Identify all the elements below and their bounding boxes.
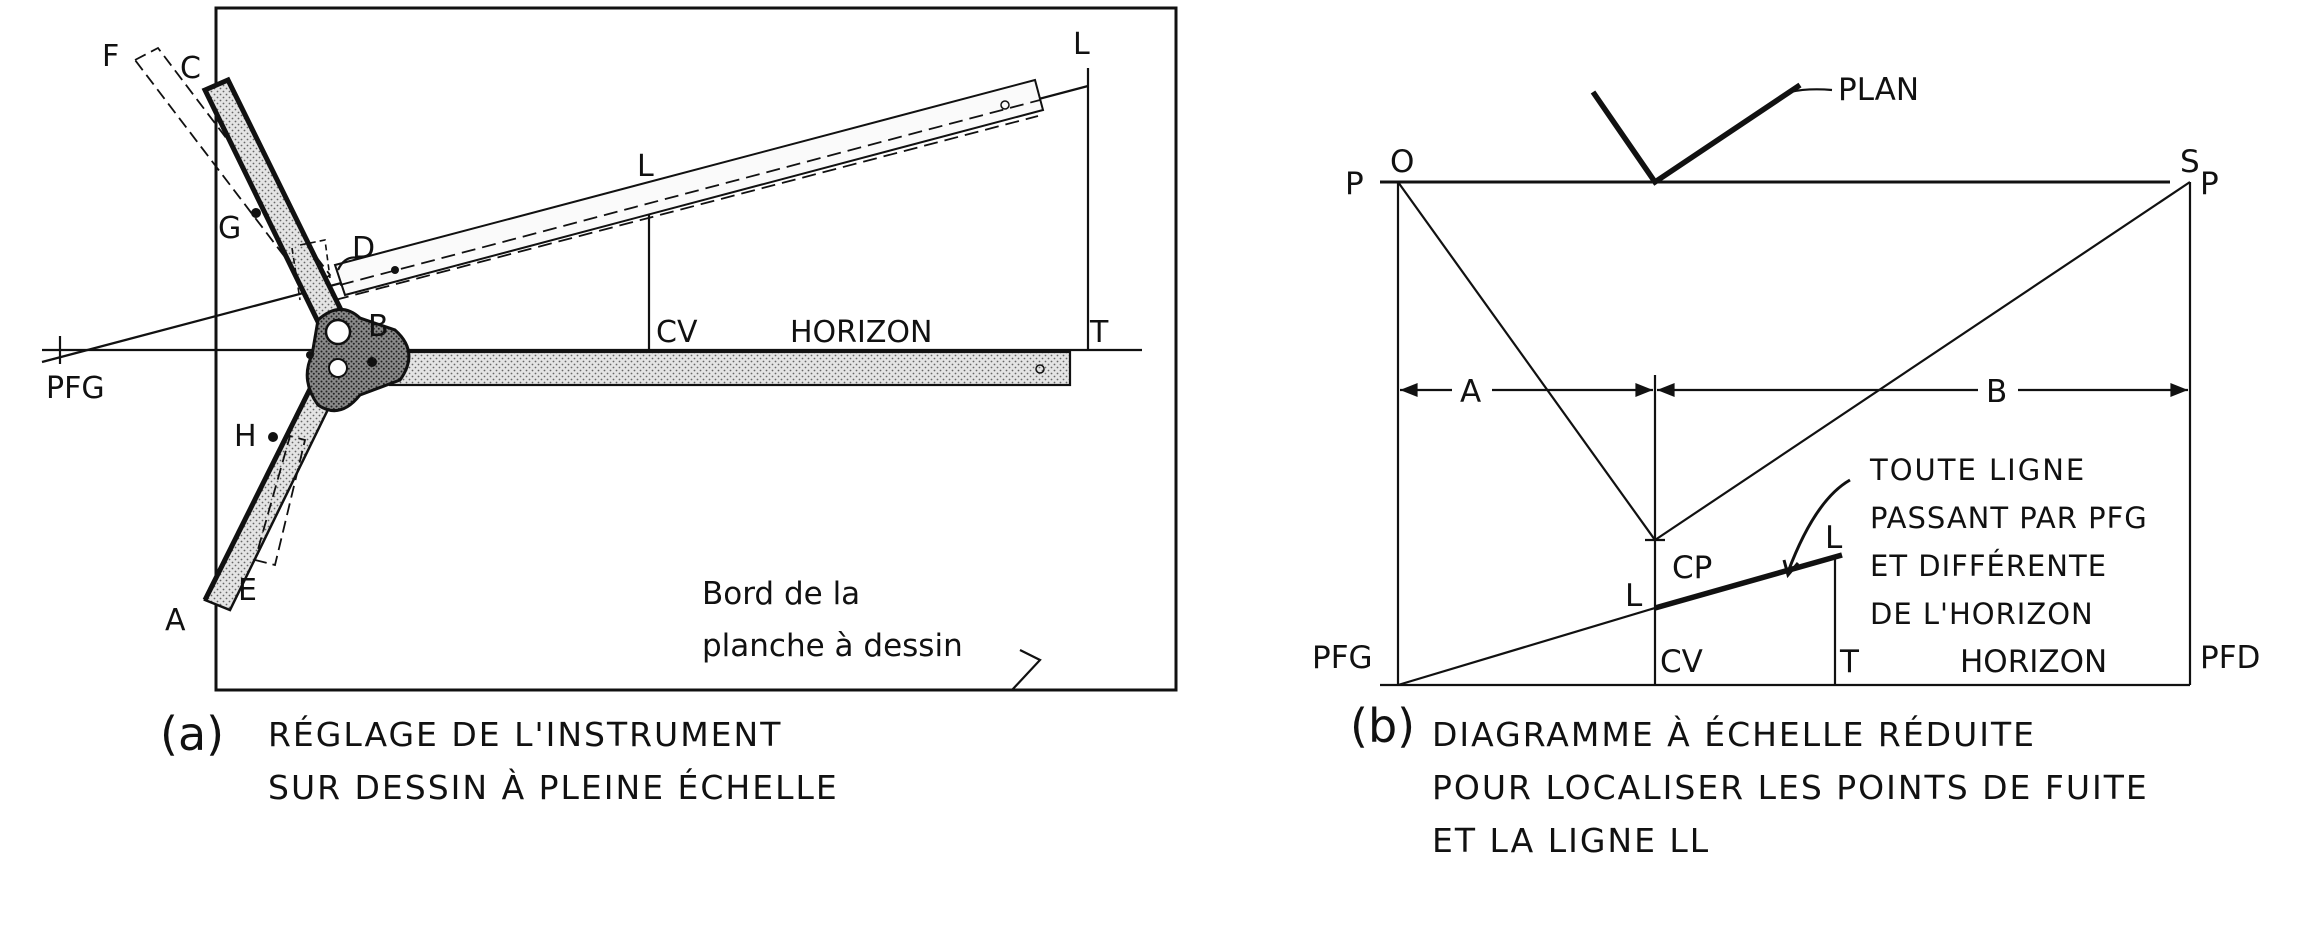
- note-leader: [1786, 478, 1851, 573]
- label-l-top: L: [1073, 27, 1090, 62]
- ll-line: [1654, 552, 1843, 611]
- board-edge-line1: Bord de la: [702, 576, 860, 612]
- label-p-right: P: [2200, 166, 2219, 202]
- note-line2: PASSANT PAR PFG: [1870, 501, 2148, 535]
- figure-b: PLAN P O S P A B CP L L PFG CV T HORIZON…: [1312, 72, 2260, 860]
- label-t-b: T: [1839, 644, 1860, 680]
- figure-a: F C G D B H E A PFG L L CV HORIZON T Bor…: [41, 6, 1178, 807]
- plan-leader: [1789, 88, 1833, 94]
- label-cp: CP: [1672, 550, 1712, 586]
- label-e: E: [238, 573, 257, 608]
- caption-a-line1: RÉGLAGE DE L'INSTRUMENT: [268, 714, 782, 754]
- sight-line-s-cp: [1654, 181, 2191, 541]
- label-b: B: [368, 309, 389, 344]
- note-line1: TOUTE LIGNE: [1869, 453, 2086, 487]
- note-leader-head: [1782, 559, 1800, 579]
- label-p-left: P: [1345, 166, 1364, 202]
- label-cv-b: CV: [1660, 644, 1703, 680]
- label-cv-a: CV: [656, 315, 698, 350]
- dimension-a-gap: [1452, 372, 1492, 408]
- caption-b-line3: ET LA LIGNE LL: [1432, 821, 1710, 860]
- caption-a-marker: (a): [160, 707, 224, 761]
- label-s: S: [2180, 144, 2200, 180]
- label-pfg-a: PFG: [46, 371, 105, 406]
- upper-arm: [333, 78, 1045, 301]
- label-horizon-a: HORIZON: [790, 315, 932, 350]
- label-l-right: L: [1825, 520, 1843, 556]
- label-l-mid: L: [637, 149, 654, 184]
- label-h: H: [234, 419, 257, 454]
- label-f: F: [102, 39, 119, 74]
- label-d: D: [352, 231, 375, 266]
- horizontal-arm: [388, 350, 1072, 387]
- dimension-b-gap: [1978, 372, 2018, 408]
- label-l-left: L: [1625, 578, 1643, 614]
- caption-b-line2: POUR LOCALISER LES POINTS DE FUITE: [1432, 768, 2149, 807]
- blade-c: [201, 76, 349, 334]
- note-line4: DE L'HORIZON: [1870, 597, 2094, 631]
- label-c: C: [180, 51, 201, 86]
- label-o: O: [1390, 144, 1414, 180]
- blade-a: [202, 383, 337, 612]
- caption-b-line1: DIAGRAMME À ÉCHELLE RÉDUITE: [1432, 714, 2036, 754]
- sight-line-o-cp: [1397, 181, 1656, 541]
- plan-symbol: [1590, 82, 1802, 186]
- label-horizon-b: HORIZON: [1960, 644, 2107, 680]
- label-pfg-b: PFG: [1312, 640, 1373, 676]
- point-h: [268, 432, 278, 442]
- leader-d: [337, 256, 359, 271]
- label-dim-a: A: [1460, 374, 1481, 410]
- caption-b-marker: (b): [1350, 699, 1415, 753]
- label-t-a: T: [1089, 315, 1109, 350]
- hub: [291, 239, 411, 413]
- point-g: [251, 208, 261, 218]
- note-line3: ET DIFFÉRENTE: [1870, 549, 2107, 583]
- leader-board-edge: [1011, 649, 1042, 691]
- label-a: A: [165, 603, 186, 638]
- label-g: G: [218, 211, 241, 246]
- pfg-line-b: [1397, 606, 1656, 687]
- label-plan: PLAN: [1838, 72, 1919, 108]
- label-dim-b: B: [1986, 374, 2007, 410]
- label-pfd: PFD: [2200, 640, 2260, 676]
- board-edge-line2: planche à dessin: [702, 628, 963, 664]
- caption-a-line2: SUR DESSIN À PLEINE ÉCHELLE: [268, 767, 839, 807]
